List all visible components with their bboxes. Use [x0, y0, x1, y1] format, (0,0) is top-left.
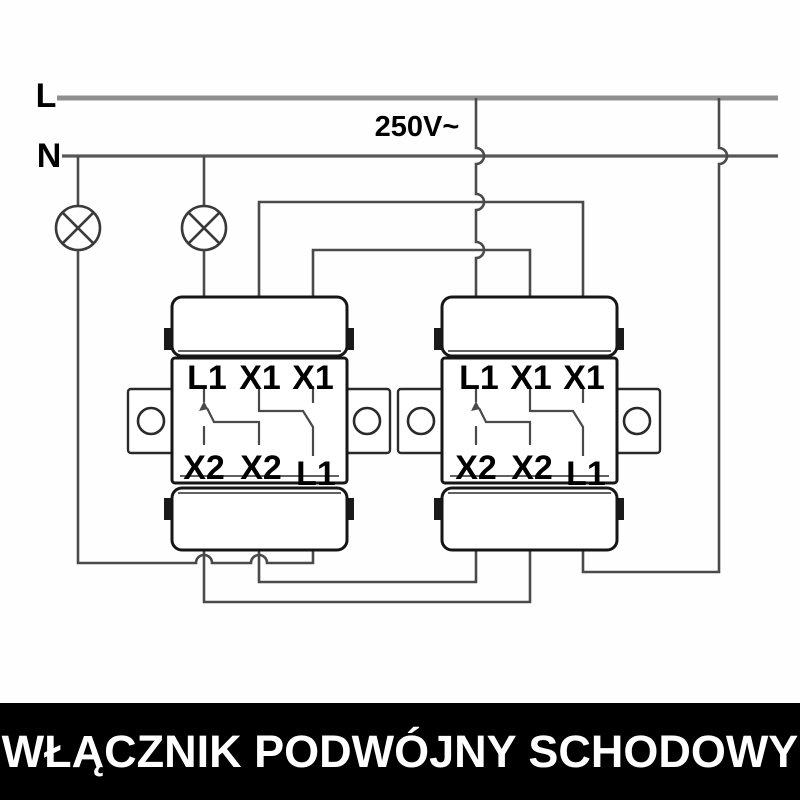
- terminal-label: X1: [292, 359, 334, 397]
- n-line-label: N: [37, 137, 62, 175]
- contact-arrow-icon: [199, 401, 208, 411]
- wiring-diagram: L N 250V~: [36, 77, 778, 604]
- wire-correspondent-top-1: [257, 200, 585, 297]
- terminal-label: L1: [187, 359, 227, 397]
- mounting-hole: [352, 406, 382, 436]
- switch-mechanism-2: [528, 386, 585, 456]
- switch-mechanism-1: [471, 386, 532, 445]
- terminal-label: L1: [296, 455, 336, 493]
- wire-correspondent-bottom-1: [257, 550, 478, 584]
- terminal-block: [440, 356, 619, 485]
- page-title: WŁĄCZNIK PODWÓJNY SCHODOWY: [1, 725, 799, 777]
- wire-l-feed: [474, 98, 486, 297]
- feed-wires: [202, 98, 729, 604]
- switch-mechanism-1: [199, 386, 261, 445]
- wire-correspondent-bottom-2: [202, 550, 532, 604]
- terminal-label: X1: [563, 359, 605, 397]
- terminal-label: X2: [183, 449, 225, 487]
- mounting-claw: [434, 498, 442, 520]
- wire-correspondent-top-2: [311, 248, 532, 297]
- terminal-label: L1: [459, 359, 499, 397]
- contact-arrow-icon: [471, 401, 480, 411]
- switch-mechanism-2: [257, 386, 315, 456]
- wire-l-return: [581, 98, 729, 574]
- terminal-block: [170, 356, 349, 485]
- lamp-icon: [180, 156, 228, 297]
- rocker-bottom: [170, 486, 349, 552]
- mounting-claw: [616, 498, 624, 520]
- mounting-claw: [346, 328, 354, 350]
- power-lines: L N 250V~: [36, 77, 778, 175]
- mounting-claw: [616, 328, 624, 350]
- mounting-claw: [434, 328, 442, 350]
- terminal-label: X2: [511, 449, 553, 487]
- voltage-label: 250V~: [375, 111, 460, 143]
- terminal-label: X1: [510, 359, 552, 397]
- terminal-label: L1: [566, 455, 606, 493]
- switch-unit-left: L1 X1 X1 X2 X2 L1: [126, 295, 392, 552]
- title-bar: WŁĄCZNIK PODWÓJNY SCHODOWY: [0, 703, 800, 800]
- lamp2-cross-2: [187, 211, 221, 245]
- rocker-bottom: [440, 486, 619, 552]
- rocker-top: [440, 295, 619, 358]
- terminal-label: X2: [455, 449, 497, 487]
- terminal-label: X2: [240, 449, 282, 487]
- mounting-hole: [406, 406, 436, 436]
- mounting-hole: [136, 406, 166, 436]
- terminal-label: X1: [239, 359, 281, 397]
- switch-unit-right: L1 X1 X1 X2 X2 L1: [396, 295, 662, 552]
- mounting-claw: [346, 498, 354, 520]
- mounting-claw: [164, 498, 172, 520]
- lamp-icon: [54, 156, 315, 565]
- mounting-claw: [164, 328, 172, 350]
- l-line-label: L: [36, 77, 57, 115]
- rocker-top: [170, 295, 349, 358]
- lamp1-cross-2: [61, 211, 95, 245]
- lamp1-bottom-lead: [76, 250, 315, 565]
- mounting-hole: [622, 406, 652, 436]
